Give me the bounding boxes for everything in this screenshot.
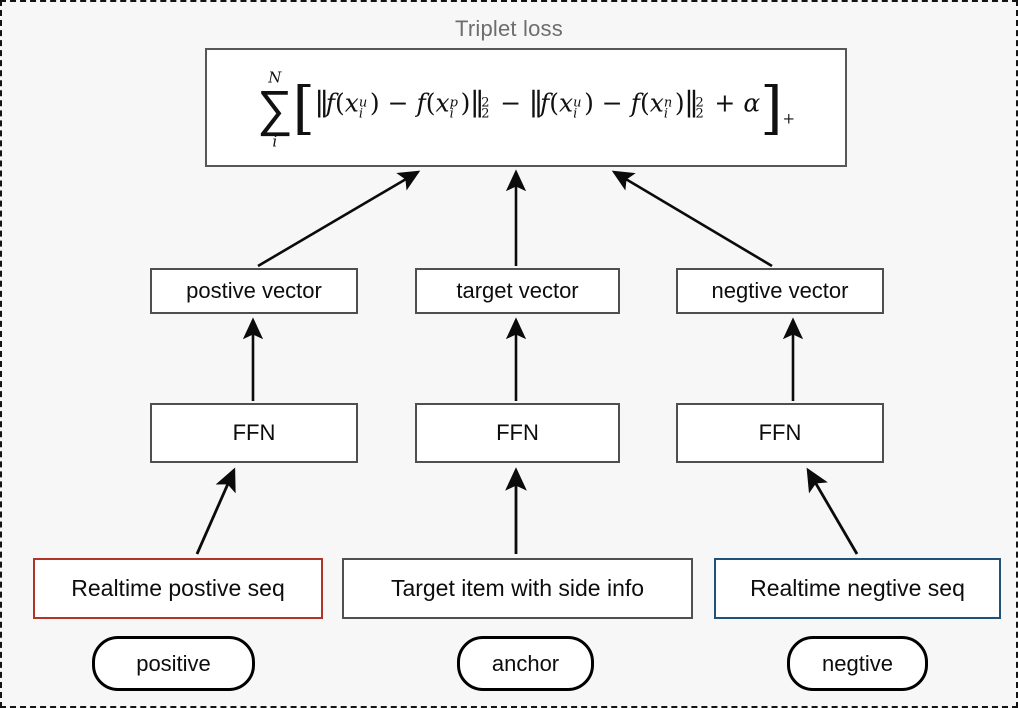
positive-vector-label: postive vector <box>186 278 322 303</box>
realtime-positive-seq-box[interactable]: Realtime postive seq <box>33 558 323 619</box>
norm-bar-open-2: ∥ <box>529 87 543 122</box>
target-vector-label: target vector <box>456 278 579 303</box>
sum-upper-limit: N <box>268 68 282 86</box>
norm-bar-close-1: ∥ <box>470 87 484 122</box>
role-pill-positive-label: positive <box>136 650 211 676</box>
bracket-close: ] <box>760 75 783 141</box>
sum-lower-limit: i <box>272 132 278 150</box>
realtime-positive-seq-label: Realtime postive seq <box>71 575 285 601</box>
function-f-2: f <box>416 88 426 117</box>
x-anchor-2: x <box>558 88 574 117</box>
target-item-label: Target item with side info <box>390 575 645 601</box>
realtime-negative-seq-label: Realtime negtive seq <box>750 575 965 601</box>
ffn-label-negative: FFN <box>758 420 802 445</box>
ffn-label-positive: FFN <box>232 420 276 445</box>
alpha-margin: α <box>743 88 761 117</box>
arrow-positive-vector-to-loss <box>257 170 421 268</box>
ffn-box-negative[interactable]: FFN <box>676 403 884 463</box>
negative-vector-box[interactable]: negtive vector <box>676 268 884 314</box>
positive-vector-box[interactable]: postive vector <box>150 268 358 314</box>
norm-bar-close-2: ∥ <box>684 87 699 122</box>
ffn-label-anchor: FFN <box>496 420 539 445</box>
norm-bar-open-1: ∥ <box>314 87 329 122</box>
negative-vector-label: negtive vector <box>711 278 849 303</box>
x-anchor-1: x <box>344 88 359 117</box>
realtime-negative-seq-box[interactable]: Realtime negtive seq <box>714 558 1001 619</box>
role-pill-anchor[interactable]: anchor <box>457 636 594 691</box>
target-vector-box[interactable]: target vector <box>415 268 620 314</box>
x-positive: x <box>435 88 450 117</box>
function-f-4: f <box>630 88 640 117</box>
bracket-open: [ <box>292 75 315 141</box>
plus-subscript: + <box>782 109 796 127</box>
arrow-negative-seq-to-ffn <box>806 467 859 555</box>
ffn-box-positive[interactable]: FFN <box>150 403 358 463</box>
function-f-1: f <box>325 88 335 117</box>
x-negative: x <box>649 88 664 117</box>
arrow-negative-vector-to-loss <box>611 170 773 268</box>
page-title: Triplet loss <box>455 16 563 41</box>
role-pill-negative-label: negtive <box>822 650 893 676</box>
function-f-3: f <box>539 88 550 117</box>
role-pill-positive[interactable]: positive <box>92 636 255 691</box>
target-item-box[interactable]: Target item with side info <box>342 558 693 619</box>
role-pill-negative[interactable]: negtive <box>787 636 928 691</box>
role-pill-anchor-label: anchor <box>491 650 560 676</box>
ffn-box-anchor[interactable]: FFN <box>415 403 620 463</box>
arrow-positive-seq-to-ffn <box>195 467 236 555</box>
